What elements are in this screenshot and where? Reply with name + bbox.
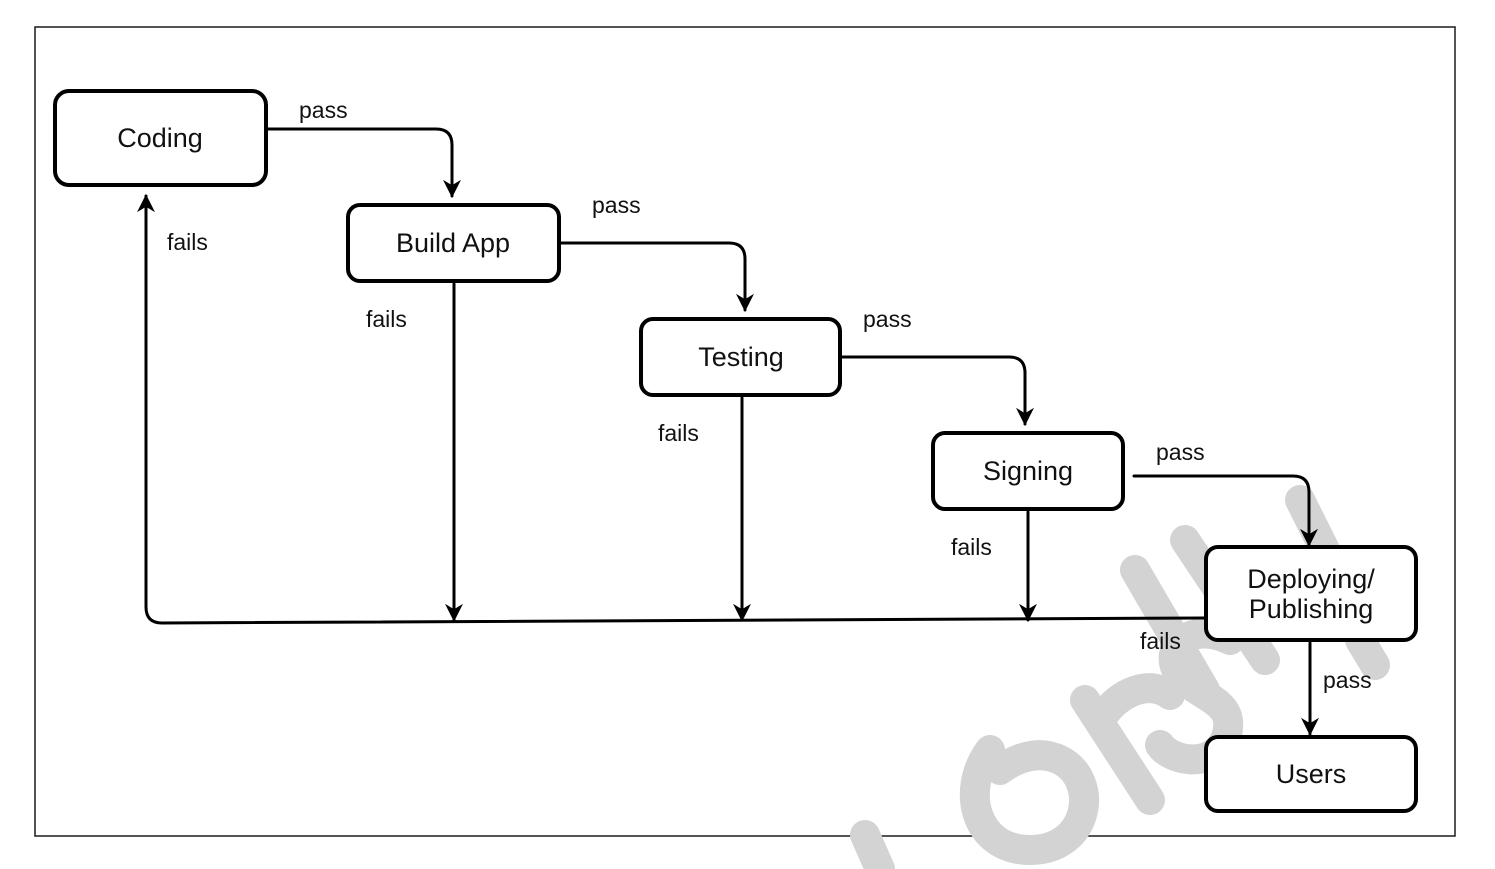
node-coding-box [53, 89, 268, 187]
edge-testing-to-signing [840, 355, 1034, 426]
node-build-app: Build App [346, 203, 561, 283]
edge-label-fails-signing: fails [951, 534, 992, 560]
node-signing-box [931, 431, 1125, 511]
node-testing: Testing [639, 317, 842, 397]
node-deploying-label-line2: Publishing [1249, 594, 1374, 624]
edge-label-pass-deploying: pass [1323, 667, 1372, 693]
edge-label-pass-testing: pass [863, 306, 912, 332]
node-coding-label: Coding [117, 123, 203, 153]
node-signing: Signing [931, 431, 1125, 511]
node-testing-label: Testing [698, 342, 784, 372]
edge-labels: pass pass pass pass pass fails fails fai… [167, 97, 1372, 693]
node-deploying: Deploying/ Publishing [1204, 545, 1418, 642]
edge-return-to-coding [137, 194, 1207, 625]
pass-edges [265, 127, 1319, 736]
edge-coding-to-build [265, 127, 461, 198]
node-users: Users [1204, 735, 1418, 813]
edge-signing-to-deploying [1132, 474, 1318, 547]
node-build-app-label: Build App [396, 228, 510, 258]
node-testing-box [639, 317, 842, 397]
node-coding: Coding [53, 89, 268, 187]
node-deploying-label-line1: Deploying/ [1247, 564, 1375, 594]
edge-label-pass-signing: pass [1156, 439, 1205, 465]
node-build-app-box [346, 203, 561, 283]
edge-label-fails-coding: fails [167, 229, 208, 255]
edge-label-fails-build: fails [366, 306, 407, 332]
node-users-label: Users [1276, 759, 1347, 789]
fails-edges [137, 194, 1207, 625]
edge-label-fails-testing: fails [658, 420, 699, 446]
node-signing-label: Signing [983, 456, 1073, 486]
edge-label-pass-coding: pass [299, 97, 348, 123]
edge-build-to-testing [558, 241, 754, 312]
edge-label-fails-deploying: fails [1140, 628, 1181, 654]
node-deploying-box [1204, 545, 1418, 642]
node-users-box [1204, 735, 1418, 813]
edge-label-pass-build: pass [592, 192, 641, 218]
